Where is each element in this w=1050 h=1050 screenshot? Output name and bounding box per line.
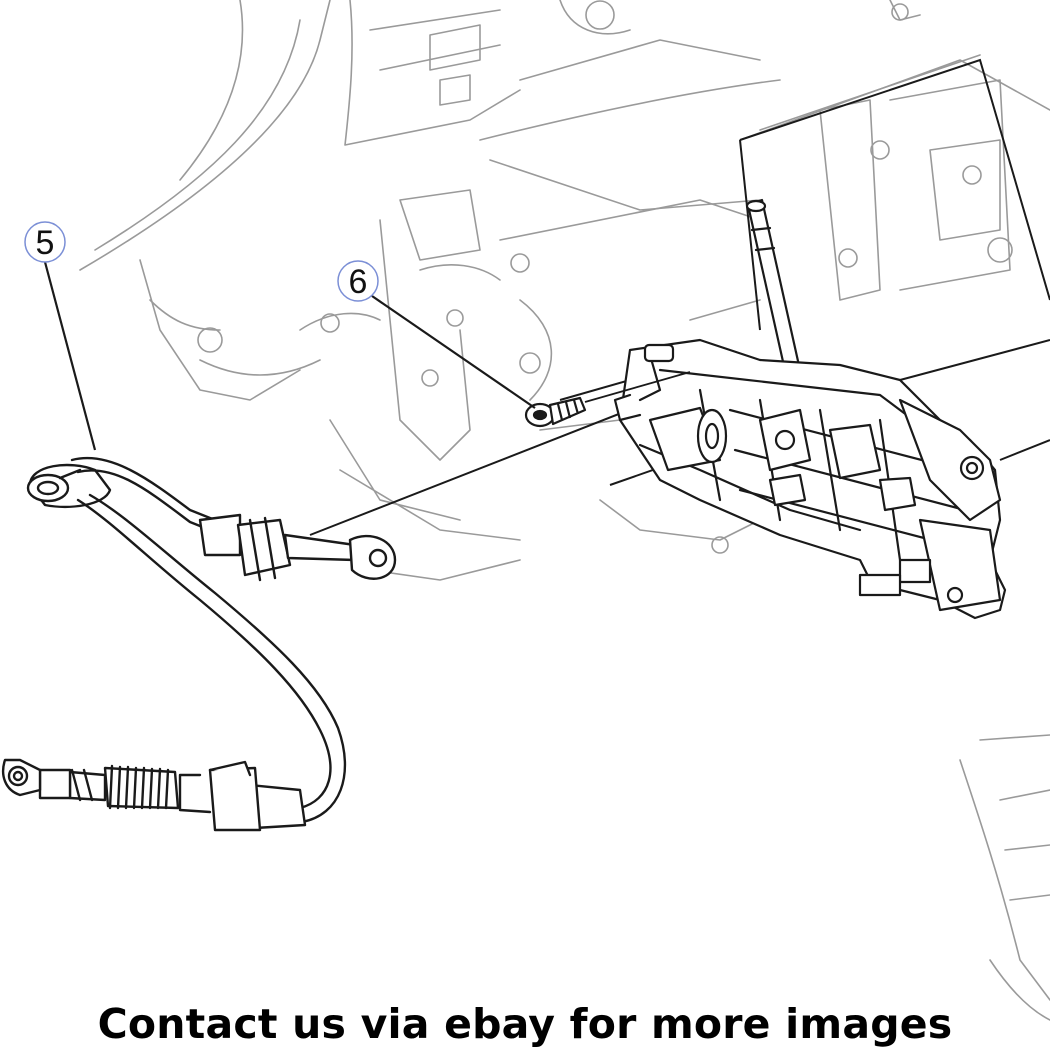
- callout-5-leader: [43, 261, 97, 451]
- callout-6-circle: [337, 260, 379, 302]
- callout-6-leader: [371, 295, 536, 409]
- gear-shifter-assembly: [613, 198, 1007, 620]
- callout-6: 6: [337, 260, 536, 409]
- callout-5-label: 5: [36, 224, 55, 262]
- callout-5-circle: [24, 221, 66, 263]
- instrument-panel-background: [79, 0, 1050, 1021]
- contact-caption: Contact us via ebay for more images: [97, 1000, 953, 1048]
- shifter-mounting-bolt: [524, 371, 691, 428]
- shift-cable-assembly: [1, 456, 397, 832]
- callout-6-label: 6: [349, 263, 368, 301]
- callout-5: 5: [24, 221, 97, 451]
